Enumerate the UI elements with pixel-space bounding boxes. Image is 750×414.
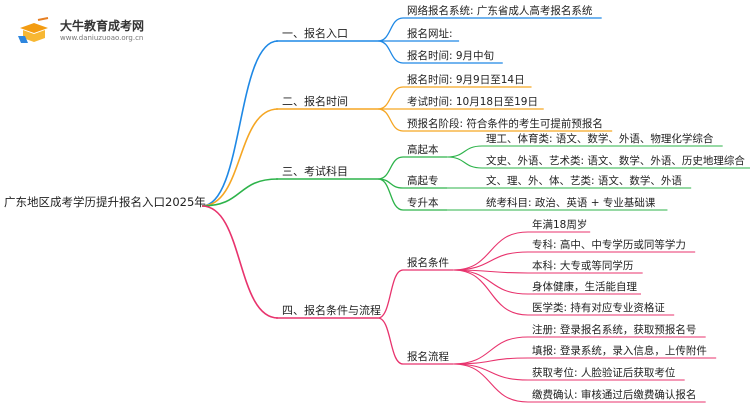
branch-label: 一、报名入口 (282, 26, 348, 40)
leaf-label: 注册: 登录报名系统，获取预报名号 (532, 323, 696, 336)
leaf-label: 报名网址: (407, 27, 453, 40)
leaf-label: 报名时间: 9月中旬 (407, 49, 494, 62)
connector-root-branch (201, 178, 279, 207)
connector-item-leaf (452, 357, 529, 365)
connector-item-leaf (452, 363, 529, 381)
connector-branch-item (377, 269, 404, 319)
connector-item-leaf (452, 336, 529, 365)
subtopic-label: 高起本 (407, 143, 439, 156)
logo-title: 大牛教育成考网 (60, 19, 145, 33)
leaf-label: 网络报名系统: 广东省成人高考报名系统 (407, 4, 593, 17)
connector-branch-item (377, 40, 404, 64)
connector-item-leaf (452, 251, 529, 271)
connector-branch-item (377, 317, 404, 365)
logo-url: www.daniuzuoao.org.cn (60, 34, 144, 42)
subtopic-label: 报名流程 (407, 350, 449, 363)
connector-root-branch (201, 205, 279, 319)
leaf-label: 填报: 登录系统，录入信息，上传附件 (532, 344, 707, 357)
leaf-label: 获取考位: 人脸验证后获取考位 (532, 366, 676, 379)
connector-branch-item (377, 86, 404, 110)
leaf-label: 预报名阶段: 符合条件的考生可提前预报名 (407, 117, 603, 130)
subtopic-label: 报名条件 (407, 256, 449, 269)
leaf-label: 专科: 高中、中专学历或同等学力 (532, 238, 686, 251)
leaf-label: 医学类: 持有对应专业资格证 (532, 301, 665, 314)
leaf-label: 文、理、外、体、艺类: 语文、数学、外语 (486, 174, 682, 187)
connector-root-branch (201, 40, 279, 207)
connector-item-leaf (452, 231, 529, 271)
connector-item-leaf (452, 269, 529, 274)
leaf-label: 考试时间: 10月18日至19日 (407, 95, 538, 108)
leaf-label: 缴费确认: 审核通过后缴费确认报名 (532, 388, 696, 401)
root-topic: 广东地区成考学历提升报名入口2025年 (4, 195, 206, 209)
branch-label: 四、报名条件与流程 (282, 303, 381, 317)
subtopic-label: 高起专 (407, 174, 439, 187)
site-logo[interactable]: 大牛教育成考网 www.daniuzuoao.org.cn (14, 14, 164, 48)
connector-branch-item (377, 17, 404, 42)
connector-item-leaf (446, 145, 483, 158)
connector-item-leaf (452, 269, 529, 295)
leaf-label: 年满18周岁 (532, 218, 587, 231)
branch-label: 二、报名时间 (282, 94, 348, 108)
connector-item-leaf (452, 363, 529, 403)
leaf-label: 统考科目: 政治、英语 + 专业基础课 (486, 196, 656, 209)
branch-label: 三、考试科目 (282, 164, 348, 178)
leaf-label: 本科: 大专或等同学历 (532, 259, 633, 272)
connector-item-leaf (446, 156, 483, 169)
connector-root-branch (201, 108, 279, 207)
leaf-label: 文史、外语、艺术类: 语文、数学、外语、历史地理综合 (486, 154, 745, 167)
connector-branch-item (377, 108, 404, 132)
connector-item-leaf (452, 269, 529, 316)
leaf-label: 理工、体育类: 语文、数学、外语、物理化学综合 (486, 132, 714, 145)
leaf-label: 报名时间: 9月9日至14日 (407, 73, 525, 86)
subtopic-label: 专升本 (407, 196, 439, 209)
leaf-label: 身体健康，生活能自理 (532, 280, 637, 293)
book-pencil-icon (18, 17, 49, 43)
connector-branch-item (377, 156, 404, 180)
connector-branch-item (377, 178, 404, 211)
